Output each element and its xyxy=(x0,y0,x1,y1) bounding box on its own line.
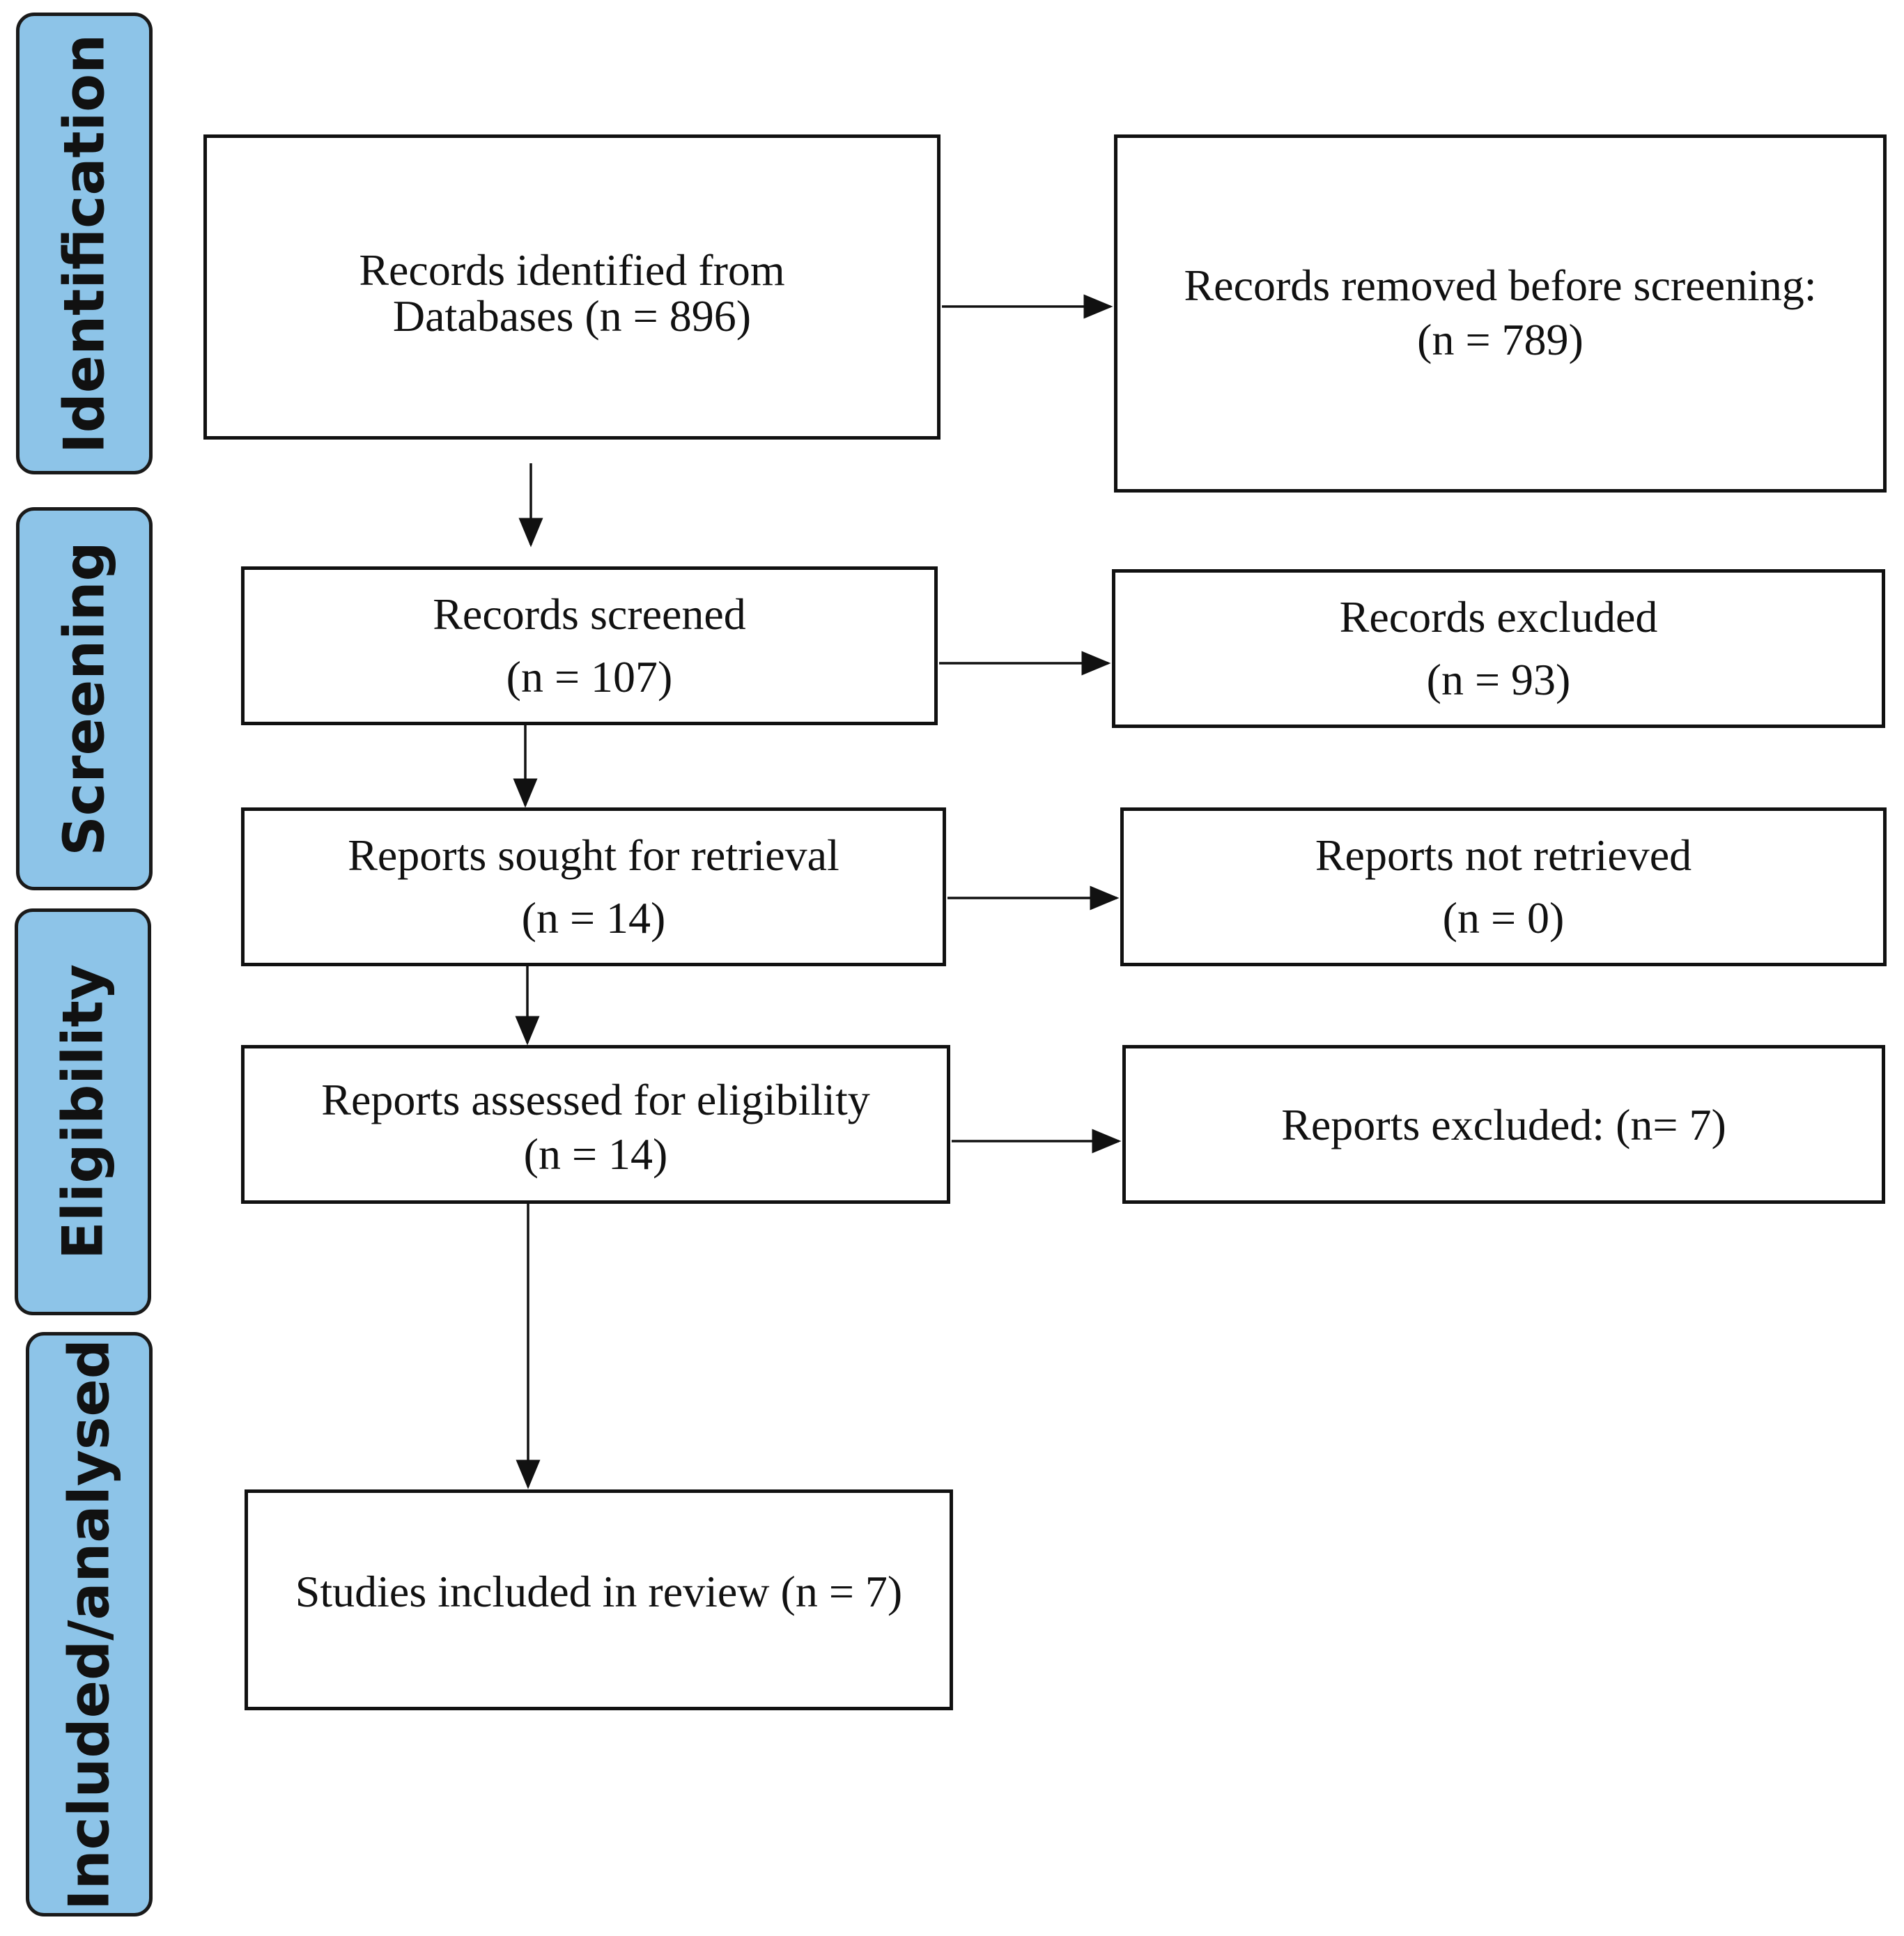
reports-sought-line2: (n = 14) xyxy=(521,893,666,943)
studies-included-line1: Studies included in review (n = 7) xyxy=(295,1567,903,1616)
phase-eligibility: Eligibility xyxy=(15,908,151,1315)
reports-sought-box: Reports sought for retrieval (n = 14) xyxy=(241,807,946,966)
records-identified-box: Records identified from Databases (n = 8… xyxy=(203,134,941,440)
reports-sought-line1: Reports sought for retrieval xyxy=(348,830,839,880)
phase-identification: Identification xyxy=(16,13,153,474)
records-excluded-line2: (n = 93) xyxy=(1426,655,1571,704)
studies-included-box: Studies included in review (n = 7) xyxy=(245,1489,953,1710)
records-excluded-line1: Records excluded xyxy=(1339,592,1658,642)
phase-included: Included/analysed xyxy=(26,1332,153,1916)
records-removed-line2: (n = 789) xyxy=(1417,315,1584,364)
records-excluded-box: Records excluded (n = 93) xyxy=(1112,569,1885,728)
reports-assessed-line2: (n = 14) xyxy=(523,1129,668,1179)
reports-excluded-box: Reports excluded: (n= 7) xyxy=(1122,1045,1885,1204)
records-removed-line1: Records removed before screening: xyxy=(1184,261,1817,310)
reports-assessed-line1: Reports assessed for eligibility xyxy=(321,1075,870,1124)
reports-not-retrieved-box: Reports not retrieved (n = 0) xyxy=(1120,807,1887,966)
records-screened-line1: Records screened xyxy=(433,589,746,639)
records-screened-line2: (n = 107) xyxy=(506,652,673,702)
records-identified-line2: Databases (n = 896) xyxy=(392,291,752,341)
phase-screening: Screening xyxy=(16,507,153,890)
reports-not-retrieved-line2: (n = 0) xyxy=(1442,893,1565,943)
reports-assessed-box: Reports assessed for eligibility (n = 14… xyxy=(241,1045,950,1204)
reports-not-retrieved-line1: Reports not retrieved xyxy=(1315,830,1692,880)
reports-excluded-line1: Reports excluded: (n= 7) xyxy=(1281,1100,1726,1149)
records-screened-box: Records screened (n = 107) xyxy=(241,566,938,725)
records-removed-box: Records removed before screening: (n = 7… xyxy=(1114,134,1887,493)
records-identified-line1: Records identified from xyxy=(359,245,785,295)
